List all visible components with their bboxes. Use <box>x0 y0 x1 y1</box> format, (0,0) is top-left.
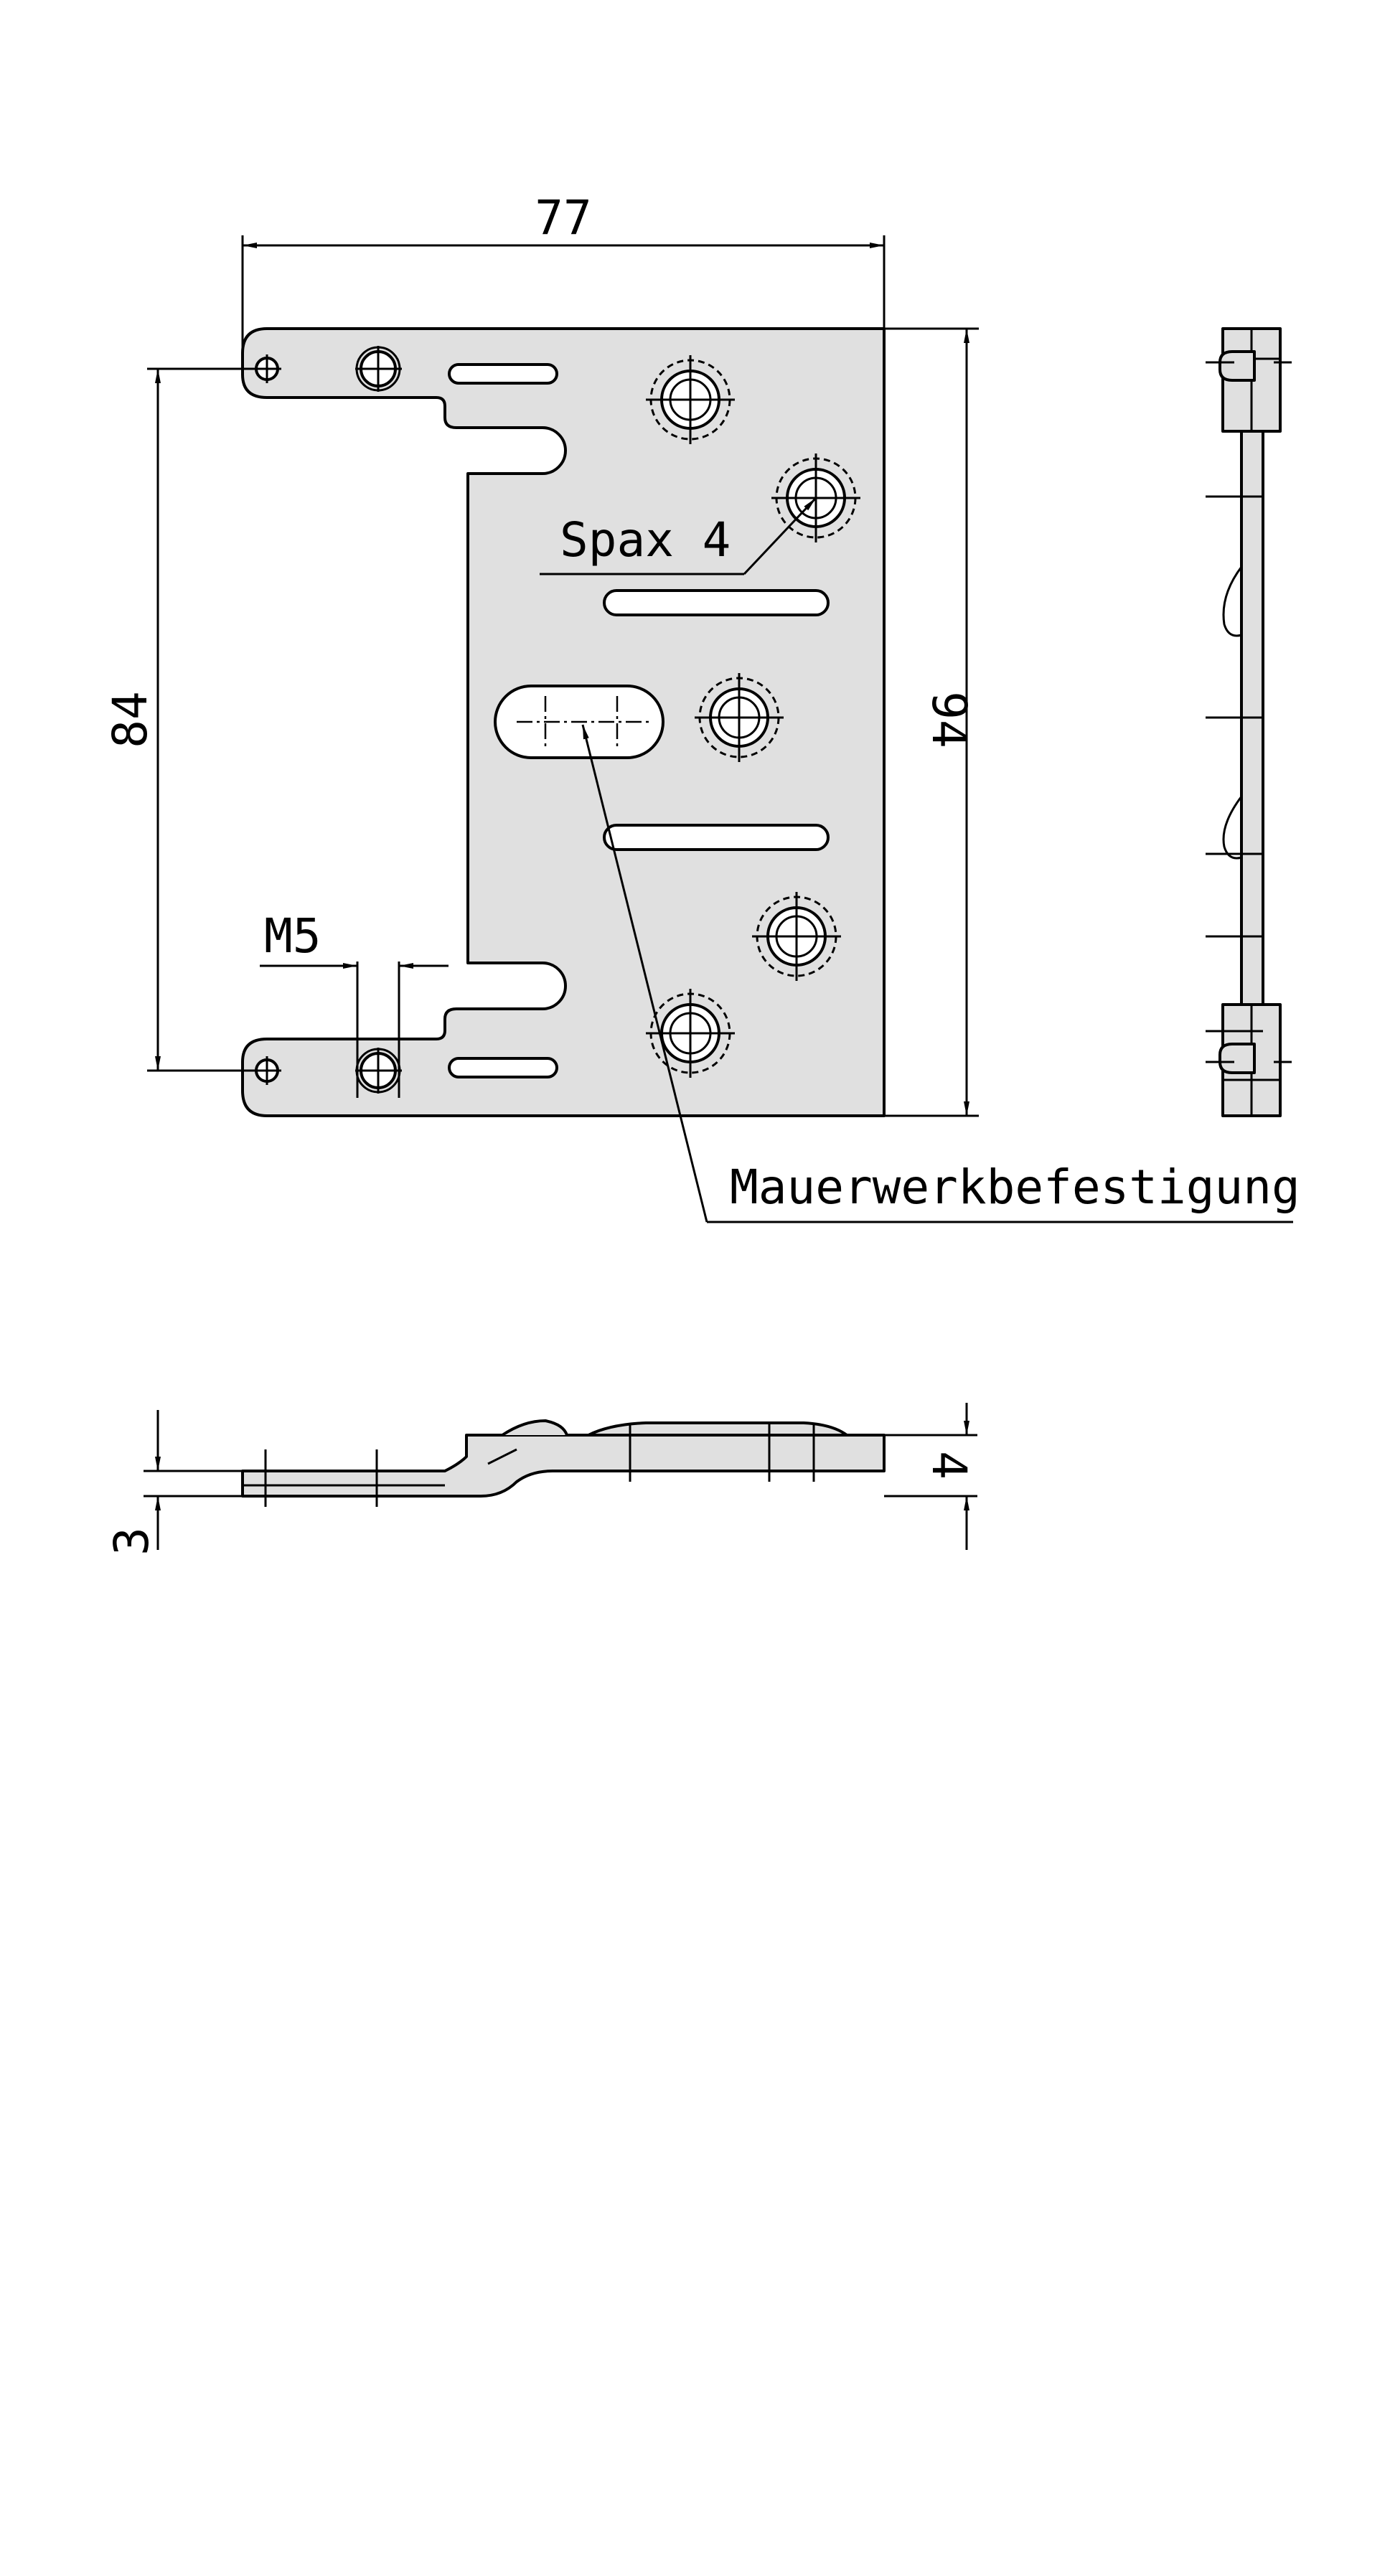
masonry-callout: Mauerwerkbefestigung <box>730 1160 1300 1215</box>
slot-bottom-left <box>448 1057 558 1078</box>
bottom-profile <box>241 1434 886 1498</box>
slot-upper-long <box>603 589 830 616</box>
bottom-view: 3 4 <box>104 1403 977 1556</box>
side-countersink-profiles <box>1222 566 1243 860</box>
side-center-marks <box>1206 361 1292 1063</box>
dimension-width: 77 <box>535 190 591 245</box>
front-view: 77 84 94 M5 Spax 4 Mauerwerkbefestigung <box>103 190 1300 1223</box>
bottom-raised-band <box>587 1421 848 1437</box>
crosshair <box>355 1048 402 1094</box>
side-top-lug <box>1218 350 1256 382</box>
screw-callout: Spax 4 <box>560 512 731 568</box>
crosshair <box>355 346 402 392</box>
dimension-height-right: 94 <box>921 691 977 748</box>
bottom-center-marks <box>264 1424 815 1507</box>
screw-hole-1 <box>646 355 735 444</box>
leader-line <box>581 724 708 1223</box>
thickness-right-label: 4 <box>921 1451 977 1480</box>
leader-line <box>743 497 817 575</box>
side-view <box>1206 327 1292 1117</box>
bottom-bend <box>466 1419 568 1437</box>
thread-label: M5 <box>264 908 321 964</box>
screw-hole-3 <box>695 673 784 762</box>
bottom-inner-lines <box>243 1448 517 1487</box>
screw-hole-4 <box>752 892 841 981</box>
dimension-height-left: 84 <box>103 691 158 748</box>
slot-lower-long <box>603 824 830 851</box>
side-bottom-lug <box>1218 1043 1256 1074</box>
slot-top-left <box>448 363 558 385</box>
thickness-left-label: 3 <box>104 1527 159 1556</box>
